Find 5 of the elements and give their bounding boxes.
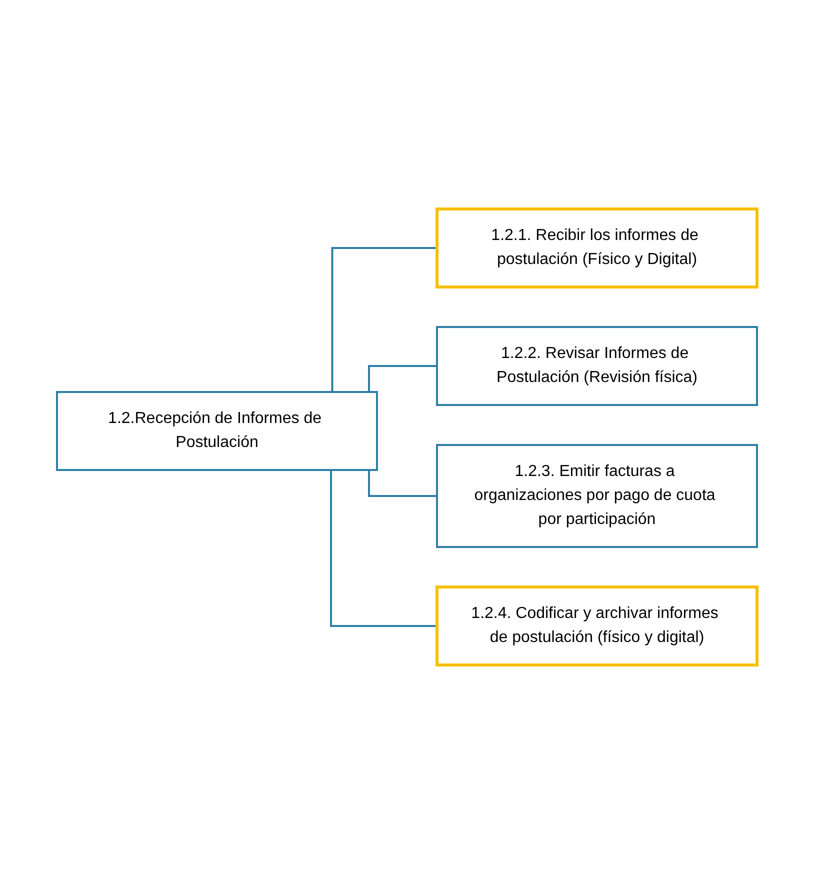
node-box: 1.2.2. Revisar Informes de Postulación (Revisión física) — [436, 326, 758, 406]
node-box: 1.2.Recepción de Informes de Postulación — [56, 390, 378, 470]
node-box: 1.2.3. Emitir facturas a organizaciones por pago de cuota por participación — [436, 444, 758, 548]
node-box: 1.2.1. Recibir los informes de postulación (Físico y Digital) — [436, 207, 758, 288]
node-box: 1.2.4. Codificar y archivar informes de postulación (físico y digital) — [436, 585, 758, 666]
